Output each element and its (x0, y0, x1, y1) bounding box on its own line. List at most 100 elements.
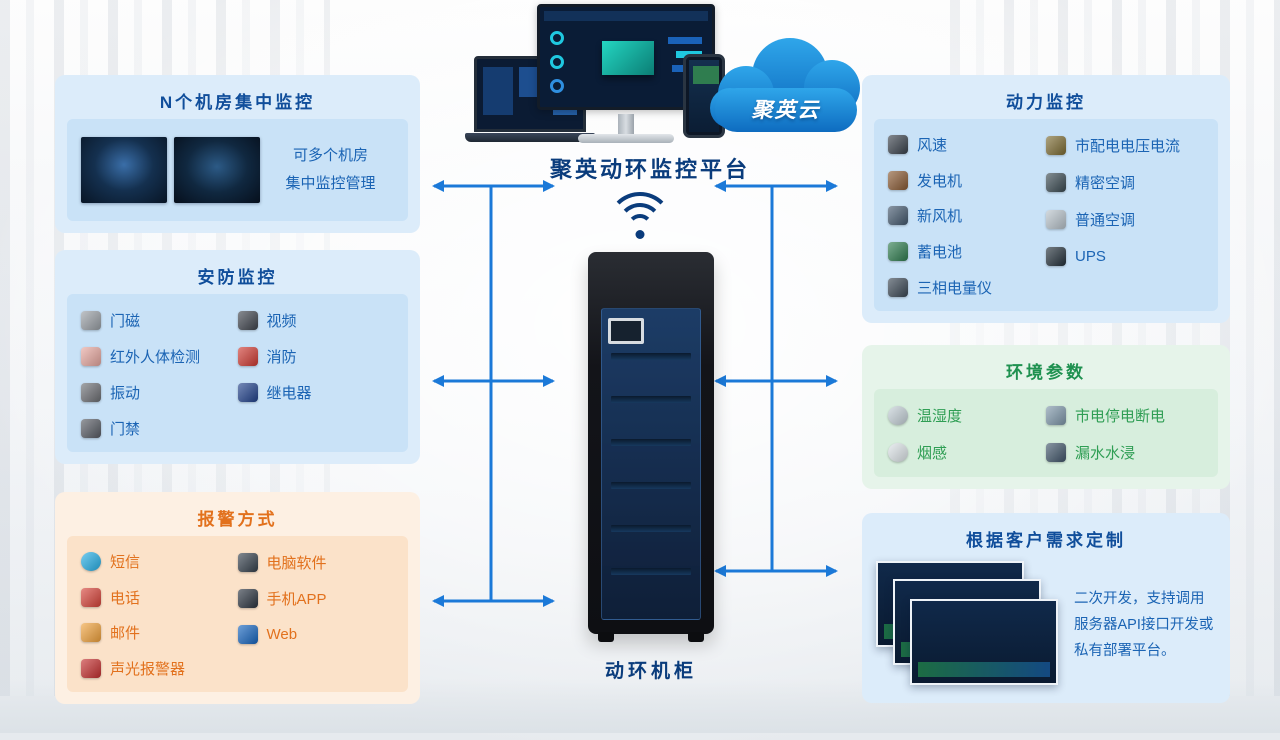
feature-item-label: 消防 (266, 348, 297, 366)
cloud-label: 聚英云 (751, 99, 821, 122)
cabinet-foot (598, 632, 614, 642)
vibration-sensor-icon (81, 382, 101, 402)
custom-screens (876, 561, 1062, 689)
power-items-right: 市配电电压电流精密空调普通空调 UPS (1046, 125, 1204, 305)
panel-security-title: 安防监控 (197, 268, 278, 287)
wifi-icon (597, 192, 683, 250)
mobile-app-icon (237, 588, 258, 608)
custom-caption: 二次开发，支持调用 服务器API接口开发或 私有部署平台。 (1074, 590, 1214, 660)
feature-item-label: 红外人体检测 (110, 348, 201, 366)
feature-item: 市电停电断电 (1046, 397, 1204, 434)
precision-ac-icon (1046, 173, 1066, 192)
monitoring-devices: 聚英云 (455, 4, 865, 154)
environment-items-right: 市电停电断电漏水水浸 (1046, 395, 1204, 471)
alarm-items-right: 电脑软件手机APP Web (237, 542, 395, 686)
panel-security-content: 门磁红外人体检测振动门禁 视频消防继电器 (67, 294, 408, 452)
panel-power-title: 动力监控 (1006, 93, 1086, 112)
feature-item-label: 声光报警器 (110, 660, 186, 678)
feature-item-label: 普通空调 (1075, 212, 1136, 229)
feature-item-label: 市配电电压电流 (1075, 138, 1181, 155)
feature-item: UPS (1046, 238, 1204, 275)
alarm-items-left: 短信电话邮件声光报警器 (81, 542, 238, 686)
email-icon (81, 623, 101, 643)
panel-environment-content: 温湿度烟感 市电停电断电漏水水浸 (874, 389, 1218, 477)
feature-item: 继电器 (237, 374, 395, 410)
feature-item: 温湿度 (888, 397, 1046, 434)
feature-item: Web (237, 616, 395, 652)
panel-rooms: N个机房集中监控 可多个机房 集中监控管理 (55, 75, 420, 233)
cabinet-label: 动环机柜 (604, 661, 697, 682)
temp-humidity-sensor-icon (888, 406, 908, 425)
feature-item: 门禁 (81, 410, 238, 446)
platform-title: 聚英动环监控平台 (549, 157, 750, 182)
feature-item-label: 风速 (917, 137, 948, 155)
feature-item-label: 蓄电池 (917, 244, 963, 262)
video-camera-icon (237, 310, 258, 330)
distribution-meter-icon (1046, 136, 1066, 155)
server-room-photo (81, 137, 167, 203)
feature-item: 普通空调 (1046, 201, 1204, 238)
feature-item-label: Web (266, 625, 298, 643)
feature-item-label: 短信 (110, 554, 141, 572)
feature-item: 消防 (237, 338, 395, 374)
feature-item-label: 继电器 (266, 384, 312, 402)
panel-environment: 环境参数 温湿度烟感 市电停电断电漏水水浸 (862, 345, 1230, 489)
panel-security: 安防监控 门磁红外人体检测振动门禁 视频消防继电器 (55, 250, 420, 464)
cabinet-display (608, 318, 644, 344)
monitor-stand (618, 114, 634, 134)
feature-item: 视频 (237, 302, 395, 338)
laptop-base (465, 133, 595, 142)
panel-environment-title: 环境参数 (1006, 363, 1086, 382)
ordinary-ac-icon (1046, 210, 1066, 229)
cloud-icon: 聚英云 (710, 32, 862, 148)
battery-icon (888, 242, 908, 262)
feature-item: 电脑软件 (237, 544, 395, 580)
door-magnet-icon (81, 310, 101, 330)
laptop (465, 56, 595, 146)
generator-icon (888, 170, 908, 190)
feature-item: 声光报警器 (81, 651, 238, 687)
feature-item: 精密空调 (1046, 164, 1204, 201)
access-control-icon (81, 418, 101, 438)
feature-item: 漏水水浸 (1046, 434, 1204, 471)
pc-software-icon (237, 552, 258, 572)
feature-item-label: 手机APP (266, 590, 327, 608)
feature-item-label: 温湿度 (917, 408, 963, 425)
fire-extinguisher-icon (237, 346, 258, 366)
feature-item: 振动 (81, 374, 238, 410)
feature-item: 新风机 (888, 198, 1046, 234)
feature-item: 门磁 (81, 302, 238, 338)
power-outage-icon (1046, 406, 1066, 425)
ups-icon (1046, 247, 1066, 266)
smoke-detector-icon (888, 443, 908, 462)
rooms-caption: 可多个机房 集中监控管理 (285, 146, 376, 193)
water-leak-icon (1046, 443, 1066, 462)
monitor-base (578, 134, 674, 143)
feature-item: 蓄电池 (888, 234, 1046, 270)
gauge-icon (550, 79, 564, 93)
stat-bar (668, 37, 702, 44)
feature-item: 三相电量仪 (888, 269, 1046, 305)
relay-icon (237, 382, 258, 402)
feature-item: 市配电电压电流 (1046, 127, 1204, 164)
dashboard-header (544, 11, 708, 21)
power-items-left: 风速发电机新风机蓄电池三相电量仪 (888, 125, 1046, 305)
feature-item-label: 新风机 (917, 208, 963, 226)
feature-item: 短信 (81, 544, 238, 580)
feature-item-label: 邮件 (110, 625, 141, 643)
security-items-left: 门磁红外人体检测振动门禁 (81, 300, 238, 446)
security-items-right: 视频消防继电器 (237, 300, 395, 446)
gauge-icon (550, 55, 564, 69)
feature-item: 风速 (888, 127, 1046, 163)
panel-alarm-content: 短信电话邮件声光报警器 电脑软件手机APP Web (67, 536, 408, 692)
sms-icon (81, 552, 101, 572)
device-3d-view (602, 41, 654, 75)
feature-item-label: 烟感 (917, 445, 948, 462)
feature-item-label: 电脑软件 (266, 554, 327, 572)
feature-item: 电话 (81, 580, 238, 616)
panel-custom: 根据客户需求定制 二次开发，支持调用 服务器API接口开发或 私有部署平台。 (862, 513, 1230, 703)
